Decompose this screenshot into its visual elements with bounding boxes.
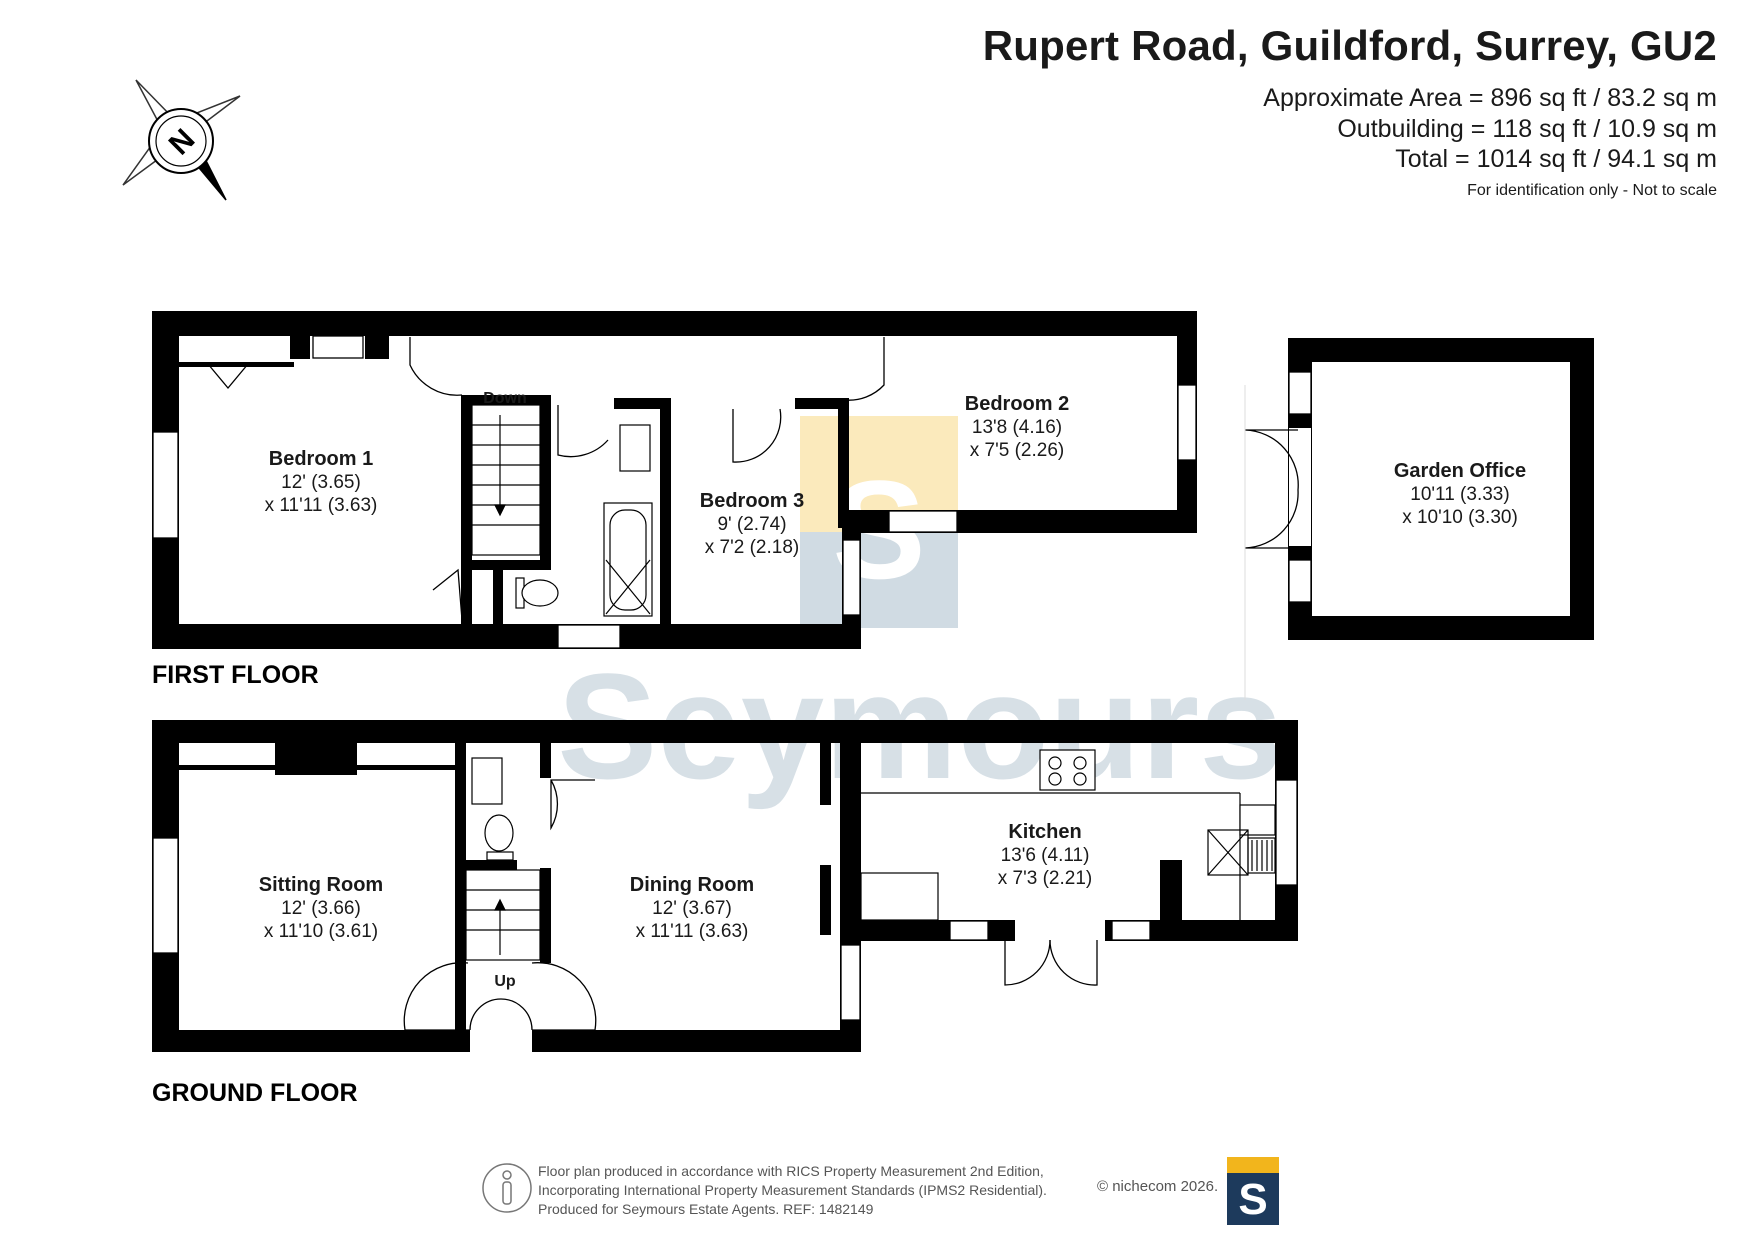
copyright: © nichecom 2026. bbox=[1097, 1178, 1219, 1195]
first-floor-stairs bbox=[471, 404, 541, 556]
seymours-logo-icon: S bbox=[1227, 1157, 1279, 1225]
basin-icon bbox=[619, 424, 651, 472]
stairs-down-label: Down bbox=[483, 390, 527, 407]
room-garden-office-dim1: 10'11 (3.33) bbox=[1410, 484, 1509, 505]
room-kitchen-dim2: x 7'3 (2.21) bbox=[998, 868, 1092, 889]
kitchen-fittings bbox=[860, 749, 1276, 921]
total-area: Total = 1014 sq ft / 94.1 sq m bbox=[1395, 145, 1717, 173]
room-sitting-room-name: Sitting Room bbox=[259, 874, 383, 896]
first-floor-windows bbox=[152, 335, 1197, 649]
room-dining-room-dim1: 12' (3.67) bbox=[652, 898, 732, 919]
footer-line-3: Produced for Seymours Estate Agents. REF… bbox=[538, 1201, 874, 1217]
room-sitting-room-dim2: x 11'10 (3.61) bbox=[264, 921, 378, 942]
outbuilding-area: Outbuilding = 118 sq ft / 10.9 sq m bbox=[1337, 115, 1717, 143]
room-bedroom-1-dim2: x 11'11 (3.63) bbox=[265, 495, 378, 516]
ground-floor-windows bbox=[152, 779, 1298, 1021]
room-garden-office-dim2: x 10'10 (3.30) bbox=[1402, 507, 1518, 528]
room-labels: Bedroom 1 12' (3.65) x 11'11 (3.63) Bedr… bbox=[259, 390, 1526, 990]
room-kitchen-dim1: 13'6 (4.11) bbox=[1001, 845, 1090, 866]
first-floor-doors bbox=[207, 337, 885, 621]
logo-letter: S bbox=[1238, 1175, 1267, 1224]
ground-floor-label: GROUND FLOOR bbox=[152, 1079, 358, 1107]
plan-title: Rupert Road, Guildford, Surrey, GU2 bbox=[982, 22, 1717, 69]
room-kitchen-name: Kitchen bbox=[1008, 821, 1081, 843]
room-bedroom-1-name: Bedroom 1 bbox=[269, 448, 373, 470]
rics-person-icon bbox=[482, 1163, 532, 1213]
room-bedroom-3-dim2: x 7'2 (2.18) bbox=[705, 537, 799, 558]
room-dining-room-dim2: x 11'11 (3.63) bbox=[636, 921, 749, 942]
wc-fixtures bbox=[471, 757, 514, 861]
stairs-up-label: Up bbox=[494, 973, 516, 990]
ground-floor-stairs bbox=[465, 869, 541, 961]
footer-line-1: Floor plan produced in accordance with R… bbox=[538, 1163, 1044, 1179]
footer-notes: Floor plan produced in accordance with R… bbox=[538, 1162, 1047, 1219]
hob-icon bbox=[1039, 749, 1096, 791]
garden-office-door bbox=[1244, 385, 1299, 700]
garden-office-windows bbox=[1288, 371, 1312, 603]
room-bedroom-2-dim1: 13'8 (4.16) bbox=[972, 417, 1062, 438]
ground-floor-doors bbox=[403, 779, 1098, 1031]
compass-rose-icon: N bbox=[122, 79, 241, 201]
toilet-icon bbox=[484, 814, 514, 852]
room-bedroom-3-name: Bedroom 3 bbox=[700, 490, 804, 512]
room-bedroom-2-dim2: x 7'5 (2.26) bbox=[970, 440, 1064, 461]
first-floor-label: FIRST FLOOR bbox=[152, 661, 319, 689]
basin-icon bbox=[471, 757, 503, 805]
room-bedroom-3-dim1: 9' (2.74) bbox=[717, 514, 786, 535]
room-sitting-room-dim1: 12' (3.66) bbox=[281, 898, 361, 919]
bathroom-fixtures bbox=[515, 424, 653, 617]
approximate-area: Approximate Area = 896 sq ft / 83.2 sq m bbox=[1263, 84, 1717, 112]
footer-line-2: Incorporating International Property Mea… bbox=[538, 1182, 1047, 1198]
room-bedroom-2-name: Bedroom 2 bbox=[965, 393, 1069, 415]
identification-note: For identification only - Not to scale bbox=[1467, 182, 1717, 199]
room-bedroom-1-dim1: 12' (3.65) bbox=[281, 472, 361, 493]
room-dining-room-name: Dining Room bbox=[630, 874, 754, 896]
room-garden-office-name: Garden Office bbox=[1394, 460, 1526, 482]
